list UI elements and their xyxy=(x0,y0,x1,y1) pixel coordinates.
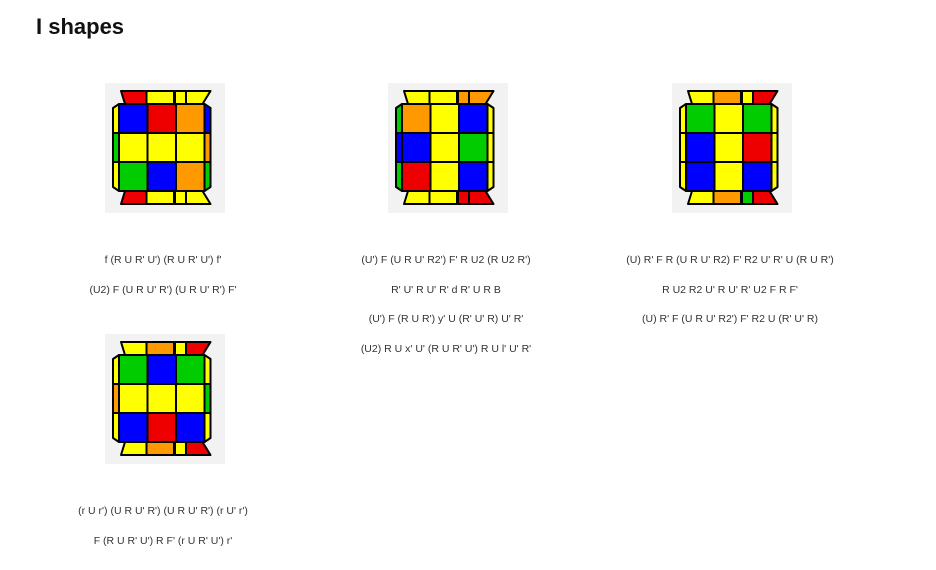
face-sticker xyxy=(458,103,489,134)
algorithm: (U) R' F (U R U' R2') F' R2 U (R' U' R) xyxy=(642,313,818,325)
bottom-side-sticker xyxy=(145,441,175,456)
face-sticker xyxy=(742,103,773,134)
bottom-side-sticker xyxy=(120,441,149,456)
face-sticker xyxy=(685,132,716,163)
algorithm: (U) R' F R (U R U' R2) F' R2 U' R' U (R … xyxy=(626,254,834,266)
face-sticker xyxy=(429,161,460,192)
face-sticker xyxy=(713,161,744,192)
face-sticker xyxy=(458,132,489,163)
top-side-sticker xyxy=(120,341,149,356)
face-sticker xyxy=(146,161,177,192)
face-sticker xyxy=(118,412,149,443)
cube-diagram xyxy=(672,83,792,213)
face-sticker xyxy=(713,132,744,163)
algorithm: f (R U R' U') (R U R' U') f' xyxy=(104,254,222,266)
face-sticker xyxy=(146,412,177,443)
face-sticker xyxy=(118,132,149,163)
algorithm: (U2) R U x' U' (R U R' U') R U l' U' R' xyxy=(360,342,532,355)
face-sticker xyxy=(175,412,206,443)
algorithm-list: (U) R' F R (U R U' R2) F' R2 U' R' U (R … xyxy=(580,254,880,343)
algorithm: (r U r') (U R U' R') (U R U' R') (r U' r… xyxy=(78,505,248,517)
face-sticker xyxy=(685,103,716,134)
face-sticker xyxy=(175,354,206,385)
face-sticker xyxy=(429,103,460,134)
face-sticker xyxy=(118,103,149,134)
face-sticker xyxy=(175,132,206,163)
face-sticker xyxy=(401,103,432,134)
cube-diagram xyxy=(105,334,225,464)
bottom-side-sticker xyxy=(428,190,458,205)
algorithm: R U2 R2 U' R U' R' U2 F R F' xyxy=(662,283,798,296)
face-sticker xyxy=(401,161,432,192)
face-sticker xyxy=(742,132,773,163)
bottom-side-sticker xyxy=(120,190,149,205)
face-sticker xyxy=(742,161,773,192)
face-sticker xyxy=(401,132,432,163)
face-sticker xyxy=(118,354,149,385)
face-sticker xyxy=(458,161,489,192)
cube-diagram xyxy=(388,83,508,213)
face-sticker xyxy=(146,132,177,163)
top-side-sticker xyxy=(687,90,716,105)
algorithm: (U') F (R U R') y' U (R' U' R) U' R' xyxy=(368,313,524,325)
face-sticker xyxy=(175,103,206,134)
face-sticker xyxy=(713,103,744,134)
face-sticker xyxy=(685,161,716,192)
algorithm-list: (r U r') (U R U' R') (U R U' R') (r U' r… xyxy=(13,505,313,564)
top-side-sticker xyxy=(403,90,432,105)
bottom-side-sticker xyxy=(712,190,742,205)
cube-diagram xyxy=(105,83,225,213)
face-sticker xyxy=(146,354,177,385)
algorithm: R' U' R U' R' d R' U R B xyxy=(391,283,501,296)
top-side-sticker xyxy=(712,90,742,105)
face-sticker xyxy=(175,383,206,414)
bottom-side-sticker xyxy=(145,190,175,205)
face-sticker xyxy=(118,161,149,192)
face-sticker xyxy=(146,103,177,134)
top-side-sticker xyxy=(145,341,175,356)
face-sticker xyxy=(118,383,149,414)
face-sticker xyxy=(175,161,206,192)
algorithm: F (R U R' U') R F' (r U R' U') r' xyxy=(93,534,233,547)
algorithm-list: f (R U R' U') (R U R' U') f' (U2) F (U R… xyxy=(13,254,313,313)
algorithm-list: (U') F (U R U' R2') F' R U2 (R U2 R') R'… xyxy=(296,254,596,372)
algorithm: (U') F (U R U' R2') F' R U2 (R U2 R') xyxy=(361,254,531,266)
top-side-sticker xyxy=(120,90,149,105)
face-sticker xyxy=(429,132,460,163)
bottom-side-sticker xyxy=(687,190,716,205)
algorithm: (U2) F (U R U' R') (U R U' R') F' xyxy=(89,283,237,296)
top-side-sticker xyxy=(428,90,458,105)
bottom-side-sticker xyxy=(403,190,432,205)
page-title: I shapes xyxy=(36,14,125,39)
top-side-sticker xyxy=(145,90,175,105)
face-sticker xyxy=(146,383,177,414)
